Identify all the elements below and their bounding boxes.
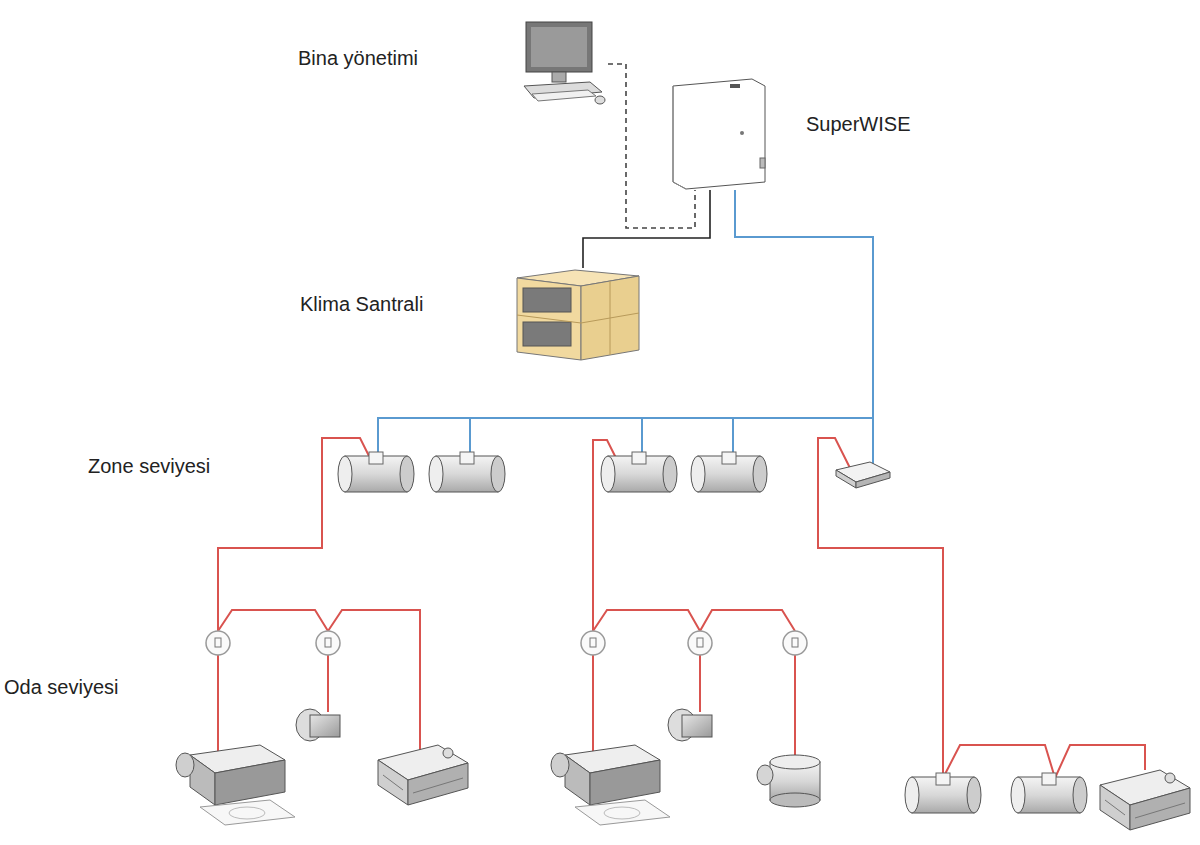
level-label: Oda seviyesi: [4, 675, 119, 699]
air-handling-unit: Klima Santrali: [515, 268, 641, 364]
air-handling-unit: [515, 268, 641, 364]
computer-icon: [518, 20, 608, 108]
level-label: Zone seviyesi: [88, 454, 210, 478]
workstation: Bina yönetimi: [518, 20, 608, 108]
connector: [583, 190, 710, 268]
controller-cabinet: [672, 78, 766, 190]
node-label: Klima Santrali: [300, 292, 423, 316]
node-label: Bina yönetimi: [298, 46, 418, 70]
node-label: SuperWISE: [806, 112, 910, 136]
controller-box: SuperWISE: [672, 78, 766, 190]
